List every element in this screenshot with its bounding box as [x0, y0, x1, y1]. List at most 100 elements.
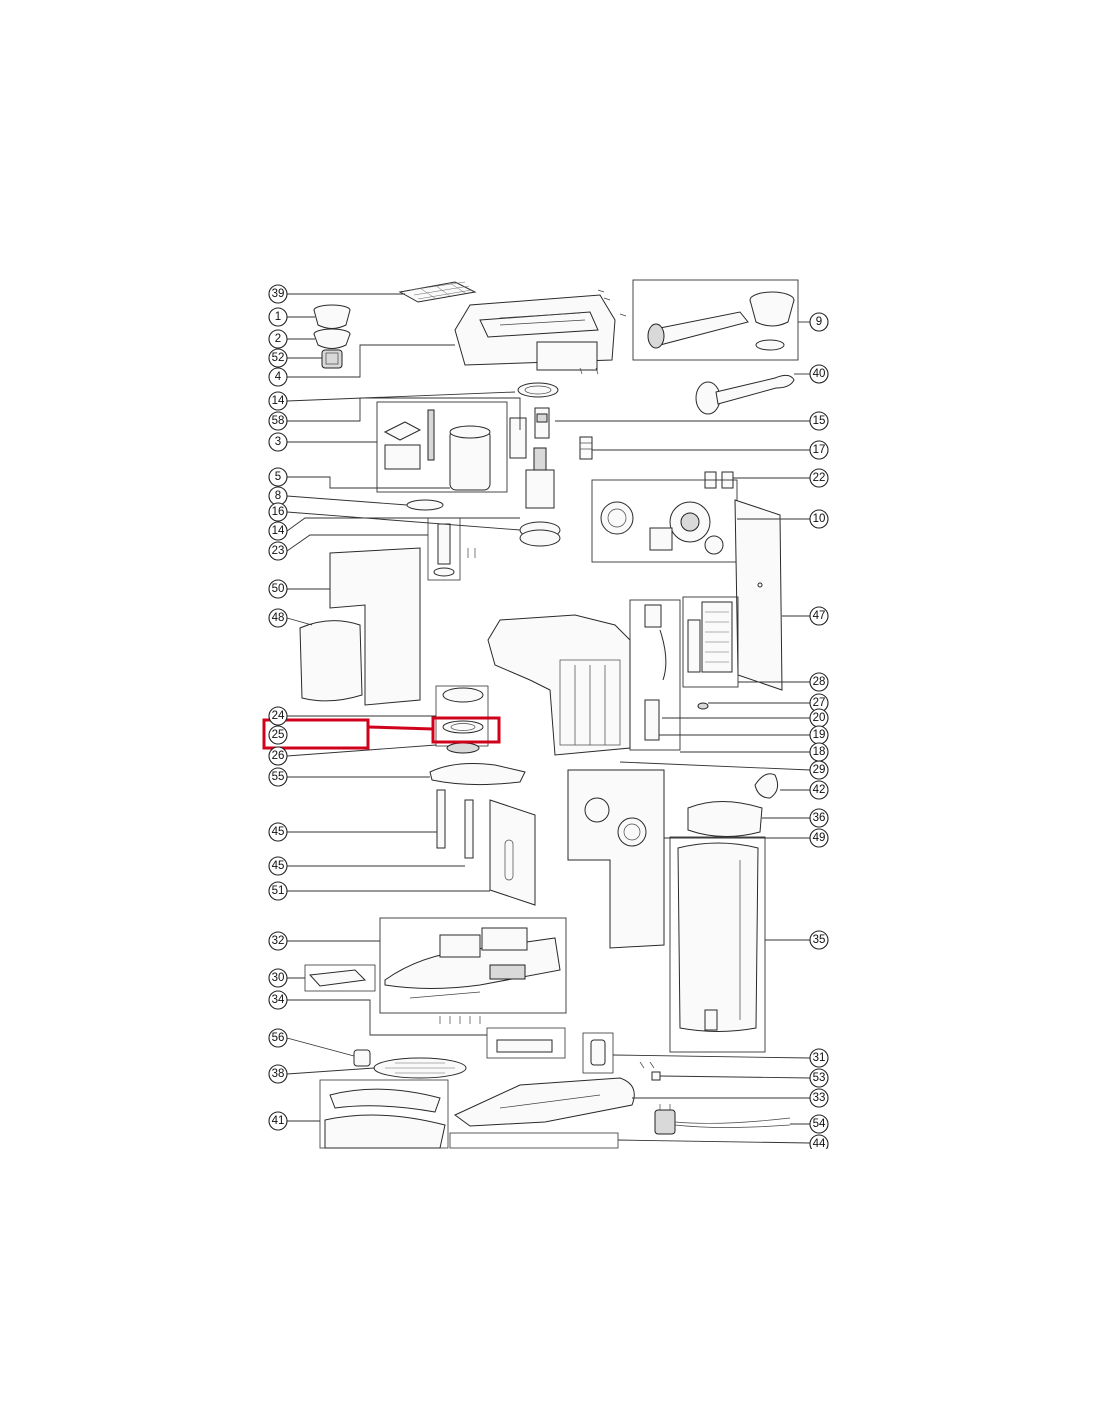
callout-44[interactable]: 44: [809, 1134, 829, 1154]
callout-26[interactable]: 26: [268, 746, 288, 766]
callout-52[interactable]: 52: [268, 348, 288, 368]
callout-14-upper[interactable]: 14: [268, 391, 288, 411]
callout-35[interactable]: 35: [809, 930, 829, 950]
svg-text:52: 52: [272, 352, 285, 364]
svg-text:45: 45: [272, 826, 285, 838]
callout-54[interactable]: 54: [809, 1114, 829, 1134]
svg-text:27: 27: [813, 697, 826, 709]
callout-39[interactable]: 39: [268, 284, 288, 304]
callout-24[interactable]: 24: [268, 706, 288, 726]
callout-1[interactable]: 1: [268, 307, 288, 327]
svg-text:49: 49: [813, 832, 826, 844]
svg-text:16: 16: [272, 506, 285, 518]
callout-22[interactable]: 22: [809, 468, 829, 488]
bottom-crop: [0, 1149, 1100, 1422]
callout-47[interactable]: 47: [809, 606, 829, 626]
chassis-29: [487, 614, 631, 756]
seal-14: [517, 382, 559, 398]
callout-38[interactable]: 38: [268, 1064, 288, 1084]
svg-text:48: 48: [272, 612, 285, 624]
svg-text:55: 55: [272, 771, 285, 783]
callout-50[interactable]: 50: [268, 579, 288, 599]
callout-48[interactable]: 48: [268, 608, 288, 628]
callout-14-lower[interactable]: 14: [268, 521, 288, 541]
highlight-box-label: [262, 718, 370, 750]
steam-valve-group: [629, 599, 681, 751]
svg-text:35: 35: [813, 934, 826, 946]
callout-18[interactable]: 18: [809, 742, 829, 762]
svg-text:38: 38: [272, 1068, 285, 1080]
callout-51[interactable]: 51: [268, 881, 288, 901]
svg-text:15: 15: [813, 415, 826, 427]
screws-34: [439, 1016, 566, 1059]
valve-15: [534, 407, 550, 439]
base-plate-55: [429, 763, 526, 786]
callout-2[interactable]: 2: [268, 329, 288, 349]
svg-text:22: 22: [813, 472, 826, 484]
callout-20[interactable]: 20: [809, 708, 829, 728]
callout-42[interactable]: 42: [809, 780, 829, 800]
callout-16[interactable]: 16: [268, 502, 288, 522]
callout-17[interactable]: 17: [809, 440, 829, 460]
callout-58[interactable]: 58: [268, 411, 288, 431]
svg-text:3: 3: [275, 436, 281, 448]
inner-panel-50: [329, 547, 421, 706]
callout-55[interactable]: 55: [268, 767, 288, 787]
callout-53[interactable]: 53: [809, 1068, 829, 1088]
callout-8[interactable]: 8: [268, 486, 288, 506]
callout-3[interactable]: 3: [268, 432, 288, 452]
svg-text:5: 5: [275, 471, 281, 483]
callout-33[interactable]: 33: [809, 1088, 829, 1108]
callout-25[interactable]: 25: [268, 725, 288, 745]
tamper-40: [695, 374, 795, 415]
callout-30[interactable]: 30: [268, 968, 288, 988]
callout-31[interactable]: 31: [809, 1048, 829, 1068]
callout-19[interactable]: 19: [809, 725, 829, 745]
callout-23[interactable]: 23: [268, 541, 288, 561]
spring-17: [579, 436, 593, 460]
callout-10[interactable]: 10: [809, 509, 829, 529]
svg-text:33: 33: [813, 1092, 826, 1104]
callout-15[interactable]: 15: [809, 411, 829, 431]
rear-housing-49: [567, 769, 665, 949]
portafilter-9: [632, 279, 799, 361]
callout-4[interactable]: 4: [268, 367, 288, 387]
filter-basket-2: [313, 328, 351, 349]
callout-45-upper[interactable]: 45: [268, 822, 288, 842]
svg-text:51: 51: [272, 885, 285, 897]
callout-41[interactable]: 41: [268, 1111, 288, 1131]
filter-basket-1: [313, 304, 351, 329]
rods-45: [436, 789, 474, 859]
svg-text:54: 54: [813, 1118, 826, 1130]
callout-56[interactable]: 56: [268, 1028, 288, 1048]
callout-32[interactable]: 32: [268, 931, 288, 951]
callout-29[interactable]: 29: [809, 760, 829, 780]
svg-text:45: 45: [272, 860, 285, 872]
svg-text:18: 18: [813, 746, 826, 758]
svg-text:9: 9: [816, 316, 822, 328]
group-head-stack: [435, 685, 489, 754]
svg-text:24: 24: [272, 710, 285, 722]
callout-9[interactable]: 9: [809, 312, 829, 332]
svg-text:47: 47: [813, 610, 826, 622]
grid-38: [373, 1057, 467, 1079]
callout-28[interactable]: 28: [809, 672, 829, 692]
svg-text:41: 41: [272, 1115, 285, 1127]
callout-49[interactable]: 49: [809, 828, 829, 848]
highlight-connector: [367, 725, 434, 731]
svg-text:4: 4: [275, 371, 282, 383]
callout-34[interactable]: 34: [268, 990, 288, 1010]
callout-5[interactable]: 5: [268, 467, 288, 487]
callout-45-lower[interactable]: 45: [268, 856, 288, 876]
svg-text:25: 25: [272, 729, 285, 741]
leader-lines: [286, 293, 811, 1144]
callout-36[interactable]: 36: [809, 808, 829, 828]
callout-27[interactable]: 27: [809, 693, 829, 713]
side-panel-47: [734, 499, 783, 691]
pod-adapter-52: [321, 349, 343, 369]
callout-40[interactable]: 40: [809, 364, 829, 384]
svg-text:50: 50: [272, 583, 285, 595]
svg-text:40: 40: [813, 368, 826, 380]
svg-text:30: 30: [272, 972, 285, 984]
cap-36: [687, 801, 763, 838]
